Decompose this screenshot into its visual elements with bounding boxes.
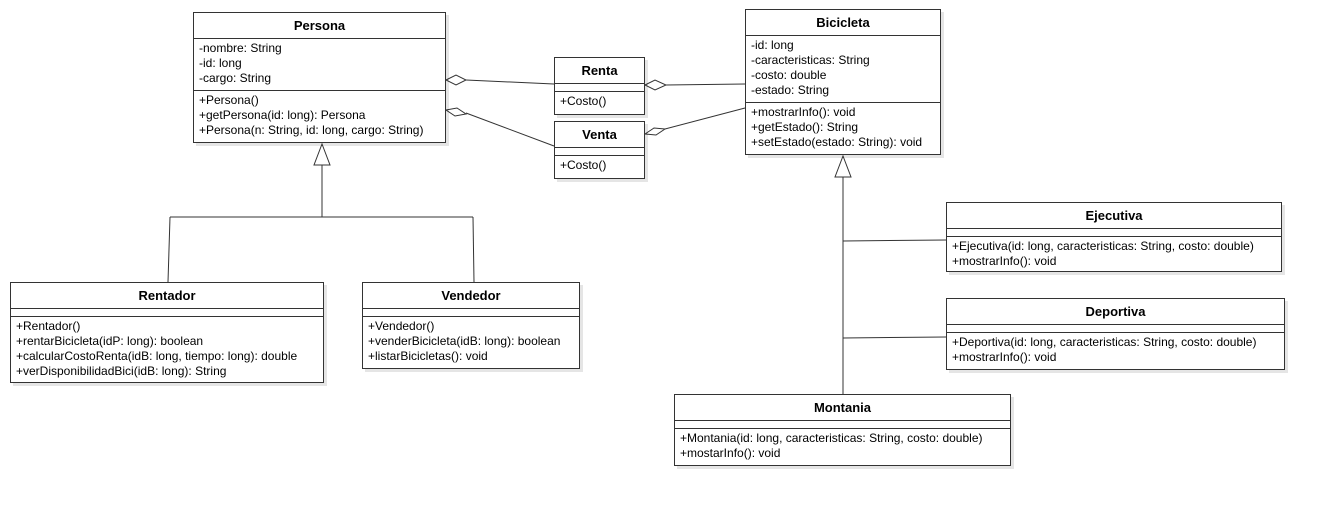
class-venta[interactable]: Venta +Costo() — [554, 121, 645, 179]
method: +setEstado(estado: String): void — [751, 135, 923, 149]
method: +Montania(id: long, caracteristicas: Str… — [680, 431, 983, 445]
attributes-section: -id: long -caracteristicas: String -cost… — [746, 36, 940, 103]
aggregation-renta-bicicleta — [665, 83, 746, 86]
class-name: Persona — [194, 13, 445, 39]
attribute: -caracteristicas: String — [751, 53, 870, 67]
class-name: Deportiva — [947, 299, 1284, 325]
generalization-deportiva-line — [842, 336, 947, 339]
attributes-section — [947, 325, 1284, 333]
method: +mostrarInfo(): void — [751, 105, 856, 119]
class-persona[interactable]: Persona -nombre: String -id: long -cargo… — [193, 12, 446, 143]
method: +Vendedor() — [368, 319, 435, 333]
methods-section: +Vendedor() +venderBicicleta(idB: long):… — [363, 317, 579, 366]
method: +listarBicicletas(): void — [368, 349, 488, 363]
aggregation-diamond-renta-bicicleta — [643, 79, 668, 91]
class-vendedor[interactable]: Vendedor +Vendedor() +venderBicicleta(id… — [362, 282, 580, 369]
attribute: -estado: String — [751, 83, 830, 97]
class-ejecutiva[interactable]: Ejecutiva +Ejecutiva(id: long, caracteri… — [946, 202, 1282, 272]
aggregation-diamond-venta-bicicleta — [643, 127, 667, 136]
methods-section: +Ejecutiva(id: long, caracteristicas: St… — [947, 237, 1281, 271]
method: +mostrarInfo(): void — [952, 254, 1057, 268]
class-name: Ejecutiva — [947, 203, 1281, 229]
attributes-section — [555, 84, 644, 92]
attribute: -id: long — [751, 38, 794, 52]
attributes-section — [675, 421, 1010, 429]
method: +getPersona(id: long): Persona — [199, 108, 366, 122]
generalization-ejecutiva-line — [842, 239, 947, 242]
generalization-arrow-persona — [313, 142, 331, 166]
class-rentador[interactable]: Rentador +Rentador() +rentarBicicleta(id… — [10, 282, 324, 383]
attribute: -nombre: String — [199, 41, 282, 55]
class-bicicleta[interactable]: Bicicleta -id: long -caracteristicas: St… — [745, 9, 941, 155]
class-name: Montania — [675, 395, 1010, 421]
method: +Rentador() — [16, 319, 81, 333]
aggregation-persona-venta — [465, 112, 555, 147]
method: +venderBicicleta(idB: long): boolean — [368, 334, 561, 348]
method: +mostarInfo(): void — [680, 446, 781, 460]
class-renta[interactable]: Renta +Costo() — [554, 57, 645, 115]
attributes-section — [11, 309, 323, 317]
methods-section: +mostrarInfo(): void +getEstado(): Strin… — [746, 103, 940, 152]
methods-section: +Rentador() +rentarBicicleta(idP: long):… — [11, 317, 323, 381]
generalization-arrow-bicicleta — [834, 154, 852, 178]
method: +Persona() — [199, 93, 259, 107]
method: +verDisponibilidadBici(idB: long): Strin… — [16, 364, 227, 378]
method: +getEstado(): String — [751, 120, 859, 134]
aggregation-diamond-persona-venta — [444, 107, 468, 117]
aggregation-venta-bicicleta — [664, 107, 746, 130]
method: +Costo() — [560, 94, 607, 108]
aggregation-diamond-persona-renta — [444, 74, 468, 86]
methods-section: +Montania(id: long, caracteristicas: Str… — [675, 429, 1010, 463]
class-montania[interactable]: Montania +Montania(id: long, caracterist… — [674, 394, 1011, 466]
methods-section: +Costo() — [555, 156, 644, 175]
method: +mostrarInfo(): void — [952, 350, 1057, 364]
attributes-section — [555, 148, 644, 156]
class-name: Rentador — [11, 283, 323, 309]
generalization-rentador-line — [167, 216, 171, 283]
class-name: Bicicleta — [746, 10, 940, 36]
methods-section: +Deportiva(id: long, caracteristicas: St… — [947, 333, 1284, 367]
method: +calcularCostoRenta(idB: long, tiempo: l… — [16, 349, 298, 363]
aggregation-persona-renta — [465, 79, 555, 85]
method: +Deportiva(id: long, caracteristicas: St… — [952, 335, 1257, 349]
method: +Persona(n: String, id: long, cargo: Str… — [199, 123, 424, 137]
class-name: Renta — [555, 58, 644, 84]
methods-section: +Costo() — [555, 92, 644, 111]
method: +Costo() — [560, 158, 607, 172]
attribute: -cargo: String — [199, 71, 272, 85]
method: +rentarBicicleta(idP: long): boolean — [16, 334, 204, 348]
attributes-section: -nombre: String -id: long -cargo: String — [194, 39, 445, 91]
class-deportiva[interactable]: Deportiva +Deportiva(id: long, caracteri… — [946, 298, 1285, 370]
class-name: Vendedor — [363, 283, 579, 309]
generalization-vendedor-line — [472, 216, 475, 283]
attribute: -costo: double — [751, 68, 827, 82]
attribute: -id: long — [199, 56, 242, 70]
methods-section: +Persona() +getPersona(id: long): Person… — [194, 91, 445, 140]
attributes-section — [363, 309, 579, 317]
class-name: Venta — [555, 122, 644, 148]
attributes-section — [947, 229, 1281, 237]
method: +Ejecutiva(id: long, caracteristicas: St… — [952, 239, 1254, 253]
